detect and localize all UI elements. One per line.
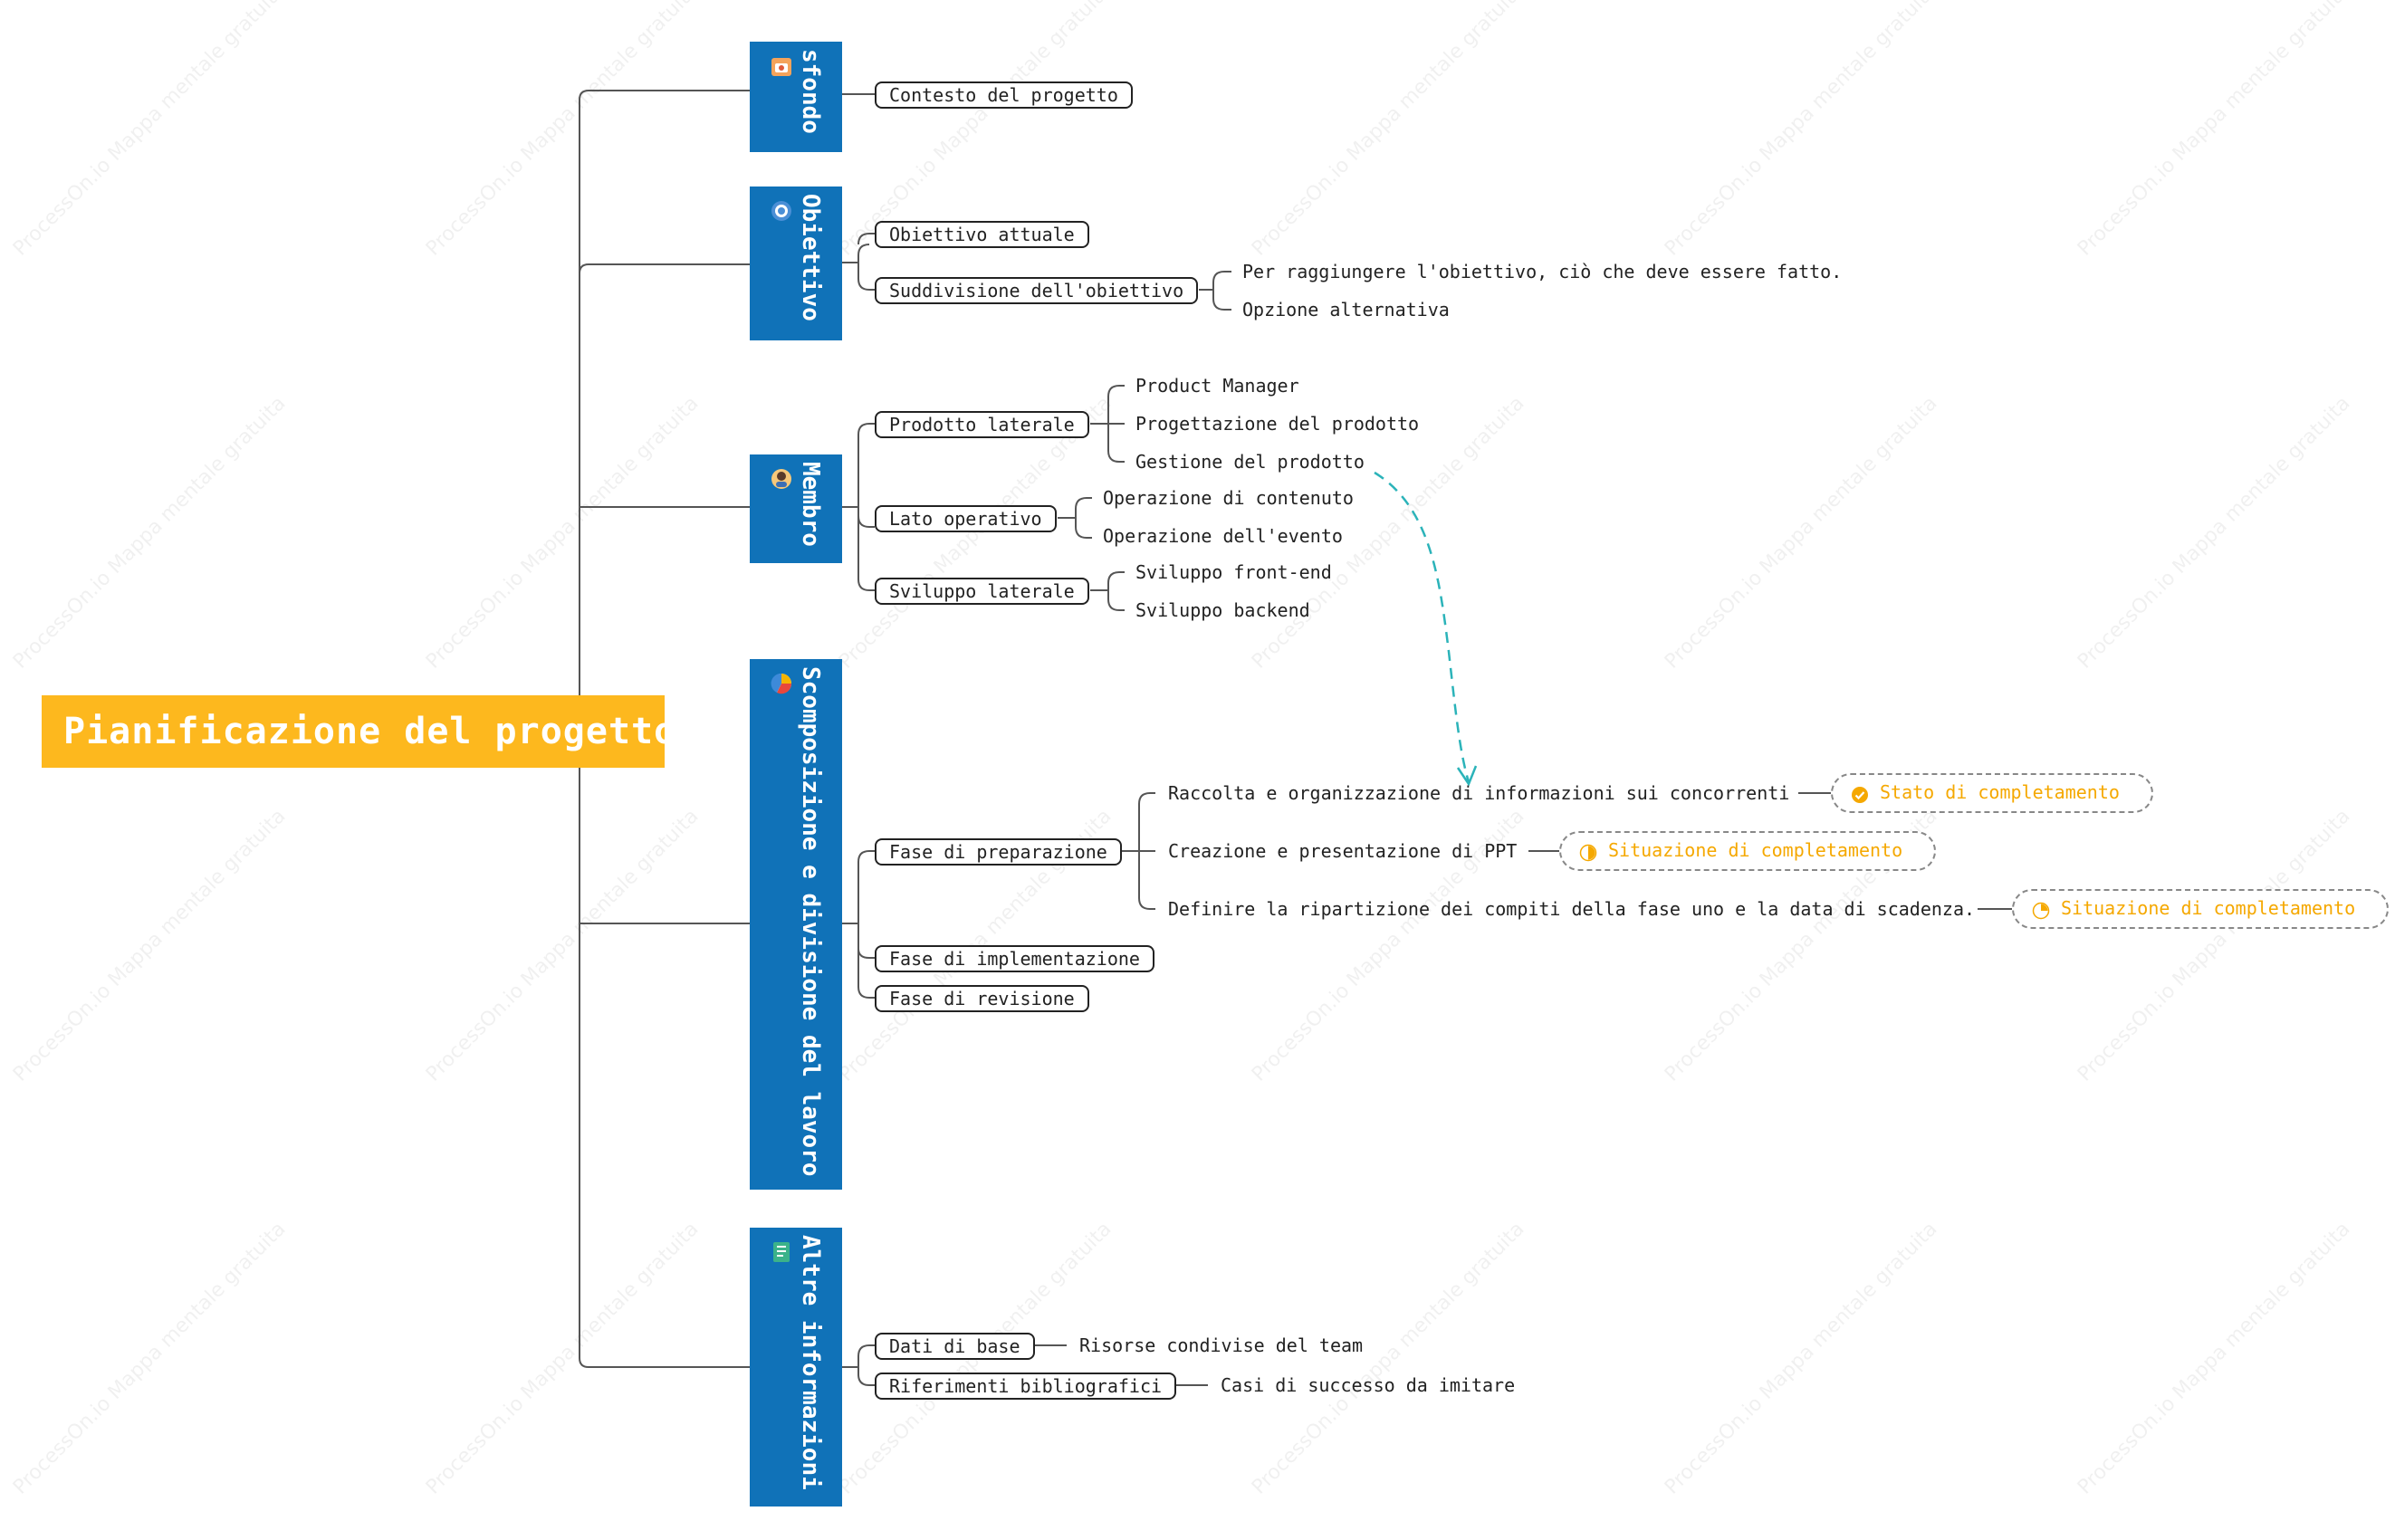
branch-membro[interactable]: Membro	[750, 454, 842, 563]
branch-altre-informazioni[interactable]: Altre informazioni	[750, 1228, 842, 1507]
topic-riferimenti-bibliografici[interactable]: Riferimenti bibliografici	[875, 1373, 1177, 1400]
branch-label: Obiettivo	[797, 194, 824, 321]
branch-scomposizione[interactable]: Scomposizione e divisione del lavoro	[750, 659, 842, 1190]
leaf-item[interactable]: Product Manager	[1135, 375, 1299, 397]
branch-label: Scomposizione e divisione del lavoro	[797, 666, 824, 1177]
status-badge[interactable]: Stato di completamento	[1831, 773, 2153, 813]
leaf-item[interactable]: Gestione del prodotto	[1135, 451, 1365, 473]
topic-suddivisione-obiettivo[interactable]: Suddivisione dell'obiettivo	[875, 277, 1199, 304]
task-item[interactable]: Creazione e presentazione di PPT	[1168, 840, 1518, 862]
leaf-item[interactable]: Opzione alternativa	[1242, 299, 1450, 320]
progress-quarter-icon	[2032, 902, 2050, 920]
topic-obiettivo-attuale[interactable]: Obiettivo attuale	[875, 221, 1089, 248]
status-badge[interactable]: Situazione di completamento	[1559, 831, 1936, 871]
leaf-item[interactable]: Progettazione del prodotto	[1135, 413, 1420, 435]
topic-fase-di-implementazione[interactable]: Fase di implementazione	[875, 945, 1154, 972]
status-badge[interactable]: Situazione di completamento	[2012, 889, 2389, 929]
topic-lato-operativo[interactable]: Lato operativo	[875, 505, 1057, 532]
pie-chart-icon	[771, 673, 792, 694]
leaf-item[interactable]: Sviluppo front-end	[1135, 561, 1332, 583]
root-topic[interactable]: Pianificazione del progetto	[42, 695, 675, 768]
leaf-item[interactable]: Operazione dell'evento	[1103, 525, 1343, 547]
check-circle-icon	[1852, 787, 1868, 803]
topic-fase-di-revisione[interactable]: Fase di revisione	[875, 985, 1089, 1012]
notebook-icon	[773, 1242, 790, 1262]
leaf-item[interactable]: Per raggiungere l'obiettivo, ciò che dev…	[1242, 261, 1843, 282]
leaf-item[interactable]: Operazione di contenuto	[1103, 487, 1354, 509]
branch-obiettivo[interactable]: Obiettivo	[750, 187, 842, 340]
topic-sviluppo-laterale[interactable]: Sviluppo laterale	[875, 578, 1089, 605]
task-item[interactable]: Raccolta e organizzazione di informazion…	[1168, 782, 1790, 804]
leaf-item[interactable]: Risorse condivise del team	[1079, 1334, 1364, 1356]
topic-prodotto-laterale[interactable]: Prodotto laterale	[875, 411, 1089, 438]
progress-half-icon	[1579, 844, 1597, 862]
status-text: Stato di completamento	[1880, 781, 2120, 803]
status-text: Situazione di completamento	[1608, 839, 1903, 861]
link-arrow	[1374, 471, 1471, 783]
target-icon	[771, 201, 791, 221]
topic-contesto-del-progetto[interactable]: Contesto del progetto	[875, 81, 1133, 109]
branch-label: sfondo	[797, 49, 824, 134]
task-item[interactable]: Definire la ripartizione dei compiti del…	[1168, 898, 1976, 920]
branch-sfondo[interactable]: sfondo	[750, 42, 842, 152]
branch-label: Membro	[797, 462, 824, 547]
topic-fase-di-preparazione[interactable]: Fase di preparazione	[875, 838, 1122, 866]
person-icon	[771, 469, 791, 489]
status-text: Situazione di completamento	[2061, 897, 2356, 919]
box-icon	[771, 58, 791, 76]
leaf-item[interactable]: Sviluppo backend	[1135, 599, 1310, 621]
leaf-item[interactable]: Casi di successo da imitare	[1221, 1374, 1516, 1396]
branch-label: Altre informazioni	[797, 1235, 824, 1490]
topic-dati-di-base[interactable]: Dati di base	[875, 1333, 1035, 1360]
